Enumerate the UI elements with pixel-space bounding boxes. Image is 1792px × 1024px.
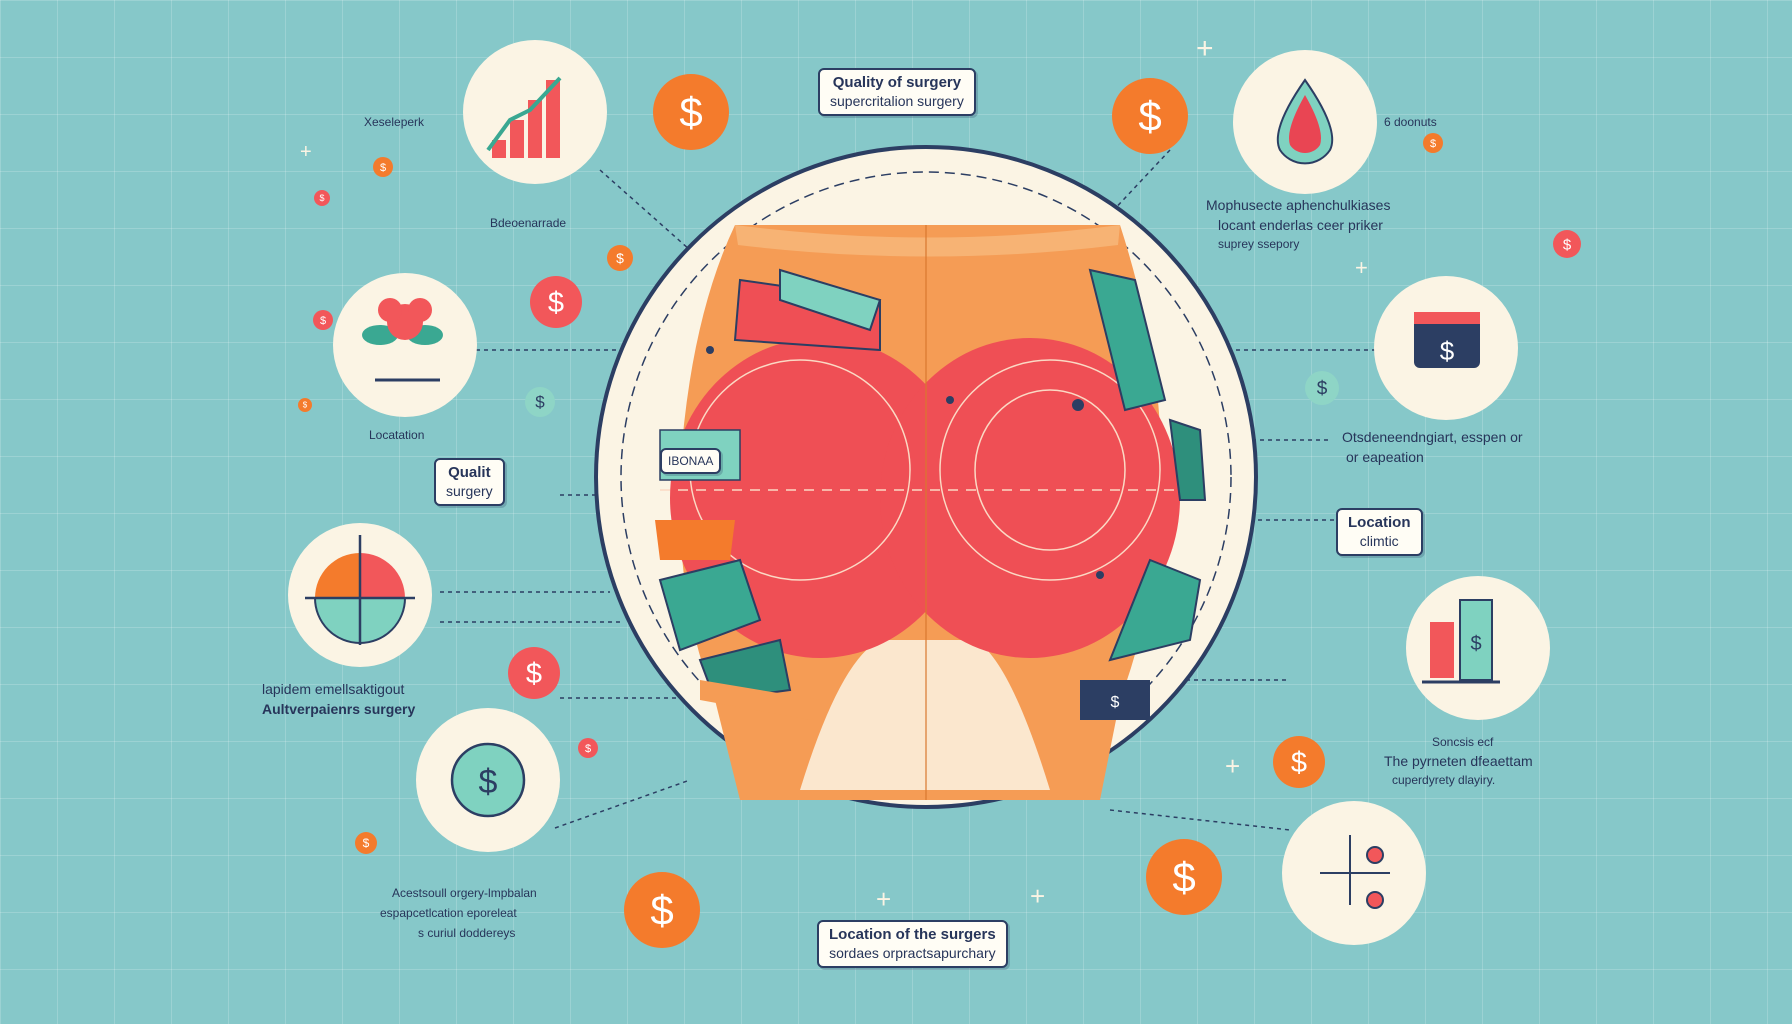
coin-dollar-sign: $	[616, 250, 624, 266]
left-label-bottom-3: s curiul doddereys	[418, 926, 516, 940]
left-label-location: Locatation	[369, 428, 425, 442]
right-label-block-2: locant enderlas ceer priker	[1218, 217, 1383, 233]
dollar-coin-icon: $	[653, 74, 729, 150]
plus-icon: +	[876, 884, 891, 914]
body-illustration: $	[655, 225, 1207, 800]
location-callout-line2: climtic	[1359, 533, 1399, 549]
location-box-line2: sordaes orpractsapurchary	[829, 945, 996, 961]
coin-dollar-sign: $	[479, 763, 498, 801]
location-box-line1: Location of the surgers	[829, 926, 996, 943]
plus-icon: +	[1355, 255, 1368, 280]
quality-surgery-callout: Qualit surgery	[434, 458, 505, 506]
coin-dollar-sign: $	[526, 658, 542, 690]
coin-dollar-sign: $	[548, 287, 564, 319]
center-tag-text: IBONAA	[668, 454, 714, 468]
dollar-coin-icon: $	[530, 276, 582, 328]
dollar-coin-icon: $	[298, 398, 312, 412]
dollar-coin-icon: $	[578, 738, 598, 758]
panel-dollar-sign: $	[1111, 694, 1120, 711]
circuit-icon	[1282, 801, 1426, 945]
dollar-coin-icon: $	[1423, 133, 1443, 153]
location-of-surgeries-box: Location of the surgers sordaes orpracts…	[817, 920, 1008, 968]
coin-dollar-sign: $	[650, 886, 673, 933]
coin-dollar-sign: $	[303, 401, 308, 410]
left-label-middle: Bdeoenarrade	[490, 216, 567, 230]
left-label-surgery-1: lapidem emellsaktigout	[262, 681, 405, 697]
coin-dollar-sign: $	[535, 393, 545, 412]
dollar-coin-icon: $	[1553, 230, 1581, 258]
dollar-coin-icon: $	[314, 190, 330, 206]
coin-dollar-sign: $	[1563, 236, 1572, 253]
coin-dollar-sign: $	[1172, 853, 1195, 900]
right-label-top: 6 doonuts	[1384, 115, 1437, 129]
coin-dollar-sign: $	[1317, 378, 1328, 399]
dollar-coin-icon: $	[313, 310, 333, 330]
flower-icon	[333, 273, 477, 417]
quality-callout-line1: Qualit	[448, 464, 491, 481]
right-label-block-3: suprey ssepory	[1218, 237, 1300, 251]
quality-box-line2: supercritalion surgery	[830, 93, 964, 109]
dollar-coin-icon: $	[416, 708, 560, 852]
coin-dollar-sign: $	[380, 162, 386, 174]
right-label-cost-1: Soncsis ecf	[1432, 735, 1494, 749]
left-label-bottom-2: espapcetlcation eporeleat	[380, 906, 517, 920]
dollar-coin-icon: $	[1305, 371, 1339, 405]
coin-dollar-sign: $	[319, 193, 324, 203]
plus-icon: +	[1030, 881, 1045, 911]
right-label-mid-1: Otsdeneendngiart, esspen or	[1342, 429, 1523, 445]
coin-dollar-sign: $	[585, 743, 591, 755]
coin-dollar-sign: $	[320, 315, 326, 327]
cost-bars-icon: $	[1406, 576, 1550, 720]
quality-box-line1: Quality of surgery	[832, 74, 962, 91]
sparkles: + + + + + +	[300, 32, 1368, 914]
right-label-mid-2: or eapeation	[1346, 449, 1424, 465]
coin-dollar-sign: $	[679, 88, 702, 135]
dollar-coin-icon: $	[607, 245, 633, 271]
coin-dollar-sign: $	[1291, 747, 1307, 779]
plus-icon: +	[1196, 32, 1214, 65]
center-tag: IBONAA	[660, 448, 722, 474]
dollar-coin-icon: $	[1112, 78, 1188, 154]
bar-chart-icon	[463, 40, 607, 184]
right-label-block-1: Mophusecte aphenchulkiases	[1206, 197, 1391, 213]
dollar-coin-icon: $	[1146, 839, 1222, 915]
icon-circles: $ $ $	[288, 40, 1550, 945]
dollar-coin-icon: $	[525, 387, 555, 417]
plus-icon: +	[1225, 751, 1240, 781]
blood-drop-icon	[1233, 50, 1377, 194]
right-label-cost-2: The pyrneten dfeaettam	[1384, 753, 1533, 769]
dollar-coin-icon: $	[1273, 736, 1325, 788]
location-climate-callout: Location climtic	[1336, 508, 1423, 556]
dollar-coin-icon: $	[355, 832, 377, 854]
plus-icon: +	[300, 141, 312, 163]
calendar-dollar-icon: $	[1374, 276, 1518, 420]
location-callout-line1: Location	[1348, 514, 1411, 531]
right-label-cost-3: cuperdyrety dlayiry.	[1392, 773, 1496, 787]
dollar-coin-icon: $	[373, 157, 393, 177]
dollar-coins: $ $ $ $ $ $ $ $ $ $ $ $ $ $ $ $ $ $	[298, 74, 1581, 948]
dollar-coin-icon: $	[624, 872, 700, 948]
coin-dollar-sign: $	[1430, 138, 1436, 150]
bars-dollar-sign: $	[1470, 633, 1481, 655]
coin-dollar-sign: $	[1138, 92, 1161, 139]
dollar-coin-icon: $	[508, 647, 560, 699]
quality-of-surgery-box: Quality of surgery supercritalion surger…	[818, 68, 976, 116]
left-label-descriptor: Xeseleperk	[364, 115, 425, 129]
quality-callout-line2: surgery	[446, 483, 493, 499]
coin-dollar-sign: $	[363, 836, 370, 850]
left-label-surgery-2: Aultverpaienrs surgery	[262, 701, 416, 717]
left-label-bottom-1: Acestsoull orgery-lmpbalan	[392, 886, 537, 900]
calendar-dollar-sign: $	[1440, 336, 1455, 366]
globe-icon	[288, 523, 432, 667]
